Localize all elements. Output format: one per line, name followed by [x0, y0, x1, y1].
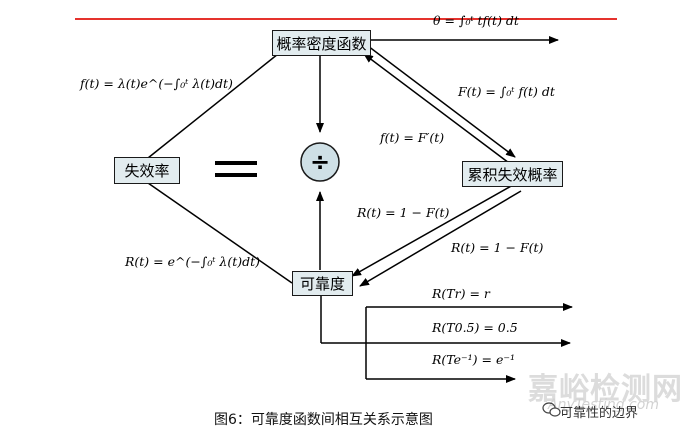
arrow-cumulative-to-reliability-1 — [351, 184, 514, 277]
node-failure-rate: 失效率 — [114, 157, 180, 184]
eq-reliability-from-cumulative: R(t) = 1 − F(t) — [357, 205, 450, 220]
eq-cumulative-from-density: F(t) = ∫₀ᵗ f(t) dt — [458, 84, 555, 99]
line-rate-to-density — [147, 53, 279, 159]
node-cumulative-failure: 累积失效概率 — [462, 161, 563, 187]
divide-symbol: ÷ — [310, 148, 330, 176]
equals-sign — [215, 161, 257, 179]
eq-theta: θ = ∫₀ᵗ tf(t) dt — [433, 13, 519, 28]
divide-circle — [300, 142, 340, 182]
node-reliability: 可靠度 — [292, 271, 353, 296]
arrow-cumulative-to-reliability-2 — [359, 190, 522, 287]
line-rate-to-reliability — [147, 182, 293, 284]
figure-caption: 图6：可靠度函数间相互关系示意图 — [214, 412, 433, 428]
eq-reliability-from-rate: R(t) = e^(−∫₀ᵗ λ(t)dt) — [125, 254, 261, 269]
watermark-site-url: AnyTesting.com — [548, 397, 659, 413]
node-density-function: 概率密度函数 — [272, 30, 371, 56]
arrow-density-to-cumulative — [367, 45, 516, 158]
eq-density-from-rate: f(t) = λ(t)e^(−∫₀ᵗ λ(t)dt) — [80, 76, 233, 91]
eq-density-from-cumulative: f(t) = F′(t) — [380, 130, 445, 145]
eq-r-tr: R(Tr) = r — [432, 286, 490, 301]
watermark-account: 可靠性的边界 — [560, 406, 639, 421]
eq-r-te: R(Te⁻¹) = e⁻¹ — [432, 352, 515, 367]
eq-reliability-from-cumulative-2: R(t) = 1 − F(t) — [451, 240, 544, 255]
arrow-cumulative-to-density — [363, 53, 510, 164]
eq-r-t05: R(T0.5) = 0.5 — [432, 320, 518, 335]
watermark-site-name: 嘉峪检测网 — [528, 372, 680, 407]
